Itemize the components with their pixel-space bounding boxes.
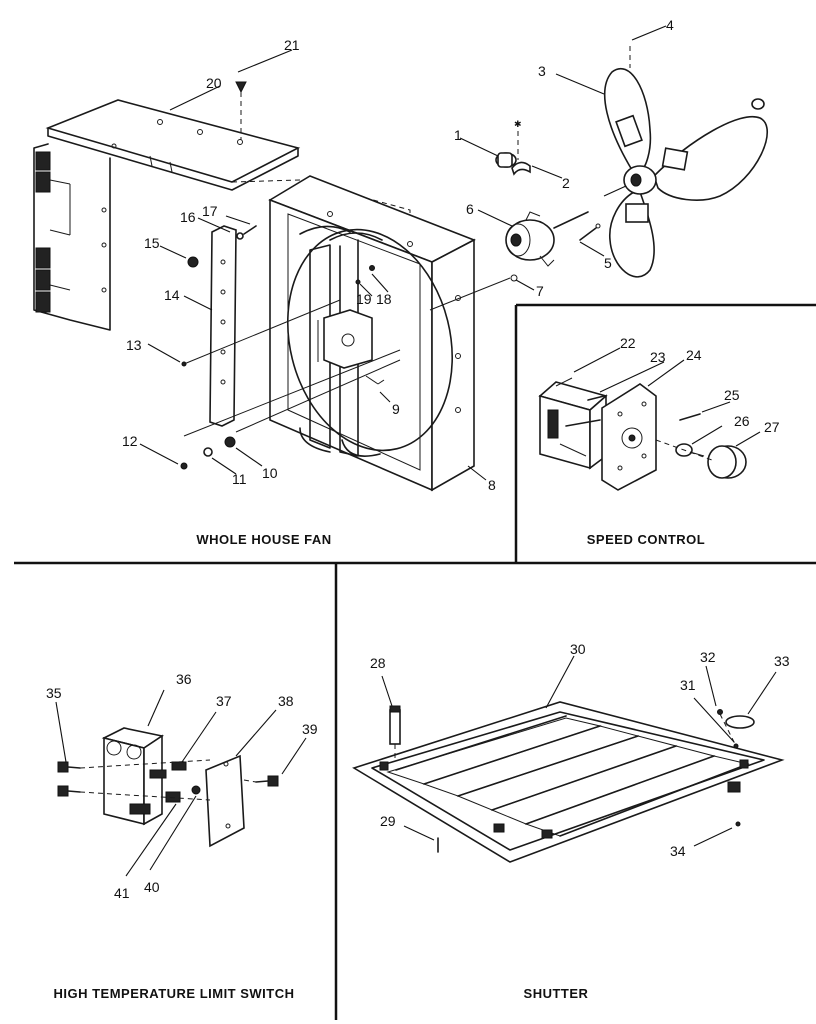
motor-part-6 xyxy=(505,211,589,267)
callout-32: 32 xyxy=(700,649,716,665)
washer-part-11 xyxy=(203,447,213,457)
callout-labels: 1 2 3 4 5 6 7 8 9 10 11 12 13 14 15 16 1… xyxy=(46,17,790,901)
motor-sleeve-part-1 xyxy=(495,152,517,168)
bracket-part-28 xyxy=(389,705,401,762)
shutter-group: SHUTTER xyxy=(352,655,785,1001)
callout-14: 14 xyxy=(164,287,180,303)
cover-plate-part-38 xyxy=(205,754,245,848)
nut-part-7 xyxy=(510,274,518,282)
callout-4: 4 xyxy=(666,17,674,33)
screw-part-34 xyxy=(735,821,741,827)
screw-part-23 xyxy=(587,395,605,401)
callout-23: 23 xyxy=(650,349,666,365)
section-title-whole-house-fan: WHOLE HOUSE FAN xyxy=(196,532,331,547)
knob-part-27 xyxy=(689,445,747,479)
callout-10: 10 xyxy=(262,465,278,481)
callout-9: 9 xyxy=(392,401,400,417)
washer-part-16 xyxy=(236,232,244,240)
top-panel-part-20 xyxy=(45,99,301,191)
section-title-high-temp-switch: HIGH TEMPERATURE LIMIT SWITCH xyxy=(53,986,294,1001)
screw-part-35 xyxy=(57,761,81,797)
speed-control-group: SPEED CONTROL xyxy=(538,347,761,547)
callout-33: 33 xyxy=(774,653,790,669)
screw-part-12 xyxy=(180,462,188,470)
mounting-plate-part-24 xyxy=(601,383,657,491)
callout-36: 36 xyxy=(176,671,192,687)
callout-26: 26 xyxy=(734,413,750,429)
clip-part-2: ✱ xyxy=(511,119,531,176)
callout-31: 31 xyxy=(680,677,696,693)
high-temp-switch-group: HIGH TEMPERATURE LIMIT SWITCH xyxy=(53,689,307,1001)
callout-40: 40 xyxy=(144,879,160,895)
nut-part-15 xyxy=(187,256,199,268)
screw-part-25 xyxy=(679,413,701,421)
callout-6: 6 xyxy=(466,201,474,217)
weight-part-33 xyxy=(725,715,755,729)
side-wall xyxy=(33,143,111,331)
callout-25: 25 xyxy=(724,387,740,403)
svg-text:✱: ✱ xyxy=(514,119,522,129)
bracket-part-14 xyxy=(209,225,237,427)
switch-box-part-36 xyxy=(101,727,165,826)
callout-19: 19 xyxy=(356,291,372,307)
callout-21: 21 xyxy=(284,37,300,53)
callout-12: 12 xyxy=(122,433,138,449)
screw-part-5 xyxy=(579,223,601,241)
callout-17: 17 xyxy=(202,203,218,219)
section-dividers xyxy=(14,303,816,1020)
whole-house-fan-group: ✱ xyxy=(33,25,768,547)
callout-16: 16 xyxy=(180,209,196,225)
callout-18: 18 xyxy=(376,291,392,307)
nut-part-10 xyxy=(224,436,236,448)
callout-2: 2 xyxy=(562,175,570,191)
callout-7: 7 xyxy=(536,283,544,299)
callout-39: 39 xyxy=(302,721,318,737)
callout-15: 15 xyxy=(144,235,160,251)
callout-27: 27 xyxy=(764,419,780,435)
callout-13: 13 xyxy=(126,337,142,353)
callout-41: 41 xyxy=(114,885,130,901)
screw-part-32 xyxy=(717,709,723,715)
fan-frame-part-8 xyxy=(268,175,476,492)
screw-part-17 xyxy=(243,225,257,235)
control-body-part-22 xyxy=(538,377,608,470)
screw-part-39 xyxy=(255,775,279,787)
callout-5: 5 xyxy=(604,255,612,271)
callout-34: 34 xyxy=(670,843,686,859)
callout-24: 24 xyxy=(686,347,702,363)
callout-8: 8 xyxy=(488,477,496,493)
callout-30: 30 xyxy=(570,641,586,657)
callout-38: 38 xyxy=(278,693,294,709)
callout-3: 3 xyxy=(538,63,546,79)
callout-20: 20 xyxy=(206,75,222,91)
callout-28: 28 xyxy=(370,655,386,671)
callout-35: 35 xyxy=(46,685,62,701)
section-title-shutter: SHUTTER xyxy=(524,986,589,1001)
callout-29: 29 xyxy=(380,813,396,829)
callout-1: 1 xyxy=(454,127,462,143)
section-title-speed-control: SPEED CONTROL xyxy=(587,532,705,547)
callout-11: 11 xyxy=(232,471,247,487)
callout-37: 37 xyxy=(216,693,232,709)
screw-part-21 xyxy=(235,81,247,140)
callout-22: 22 xyxy=(620,335,636,351)
fan-blade-part-3 xyxy=(603,46,768,278)
washer-part-31 xyxy=(733,743,739,749)
shutter-frame-part-30 xyxy=(352,701,785,863)
